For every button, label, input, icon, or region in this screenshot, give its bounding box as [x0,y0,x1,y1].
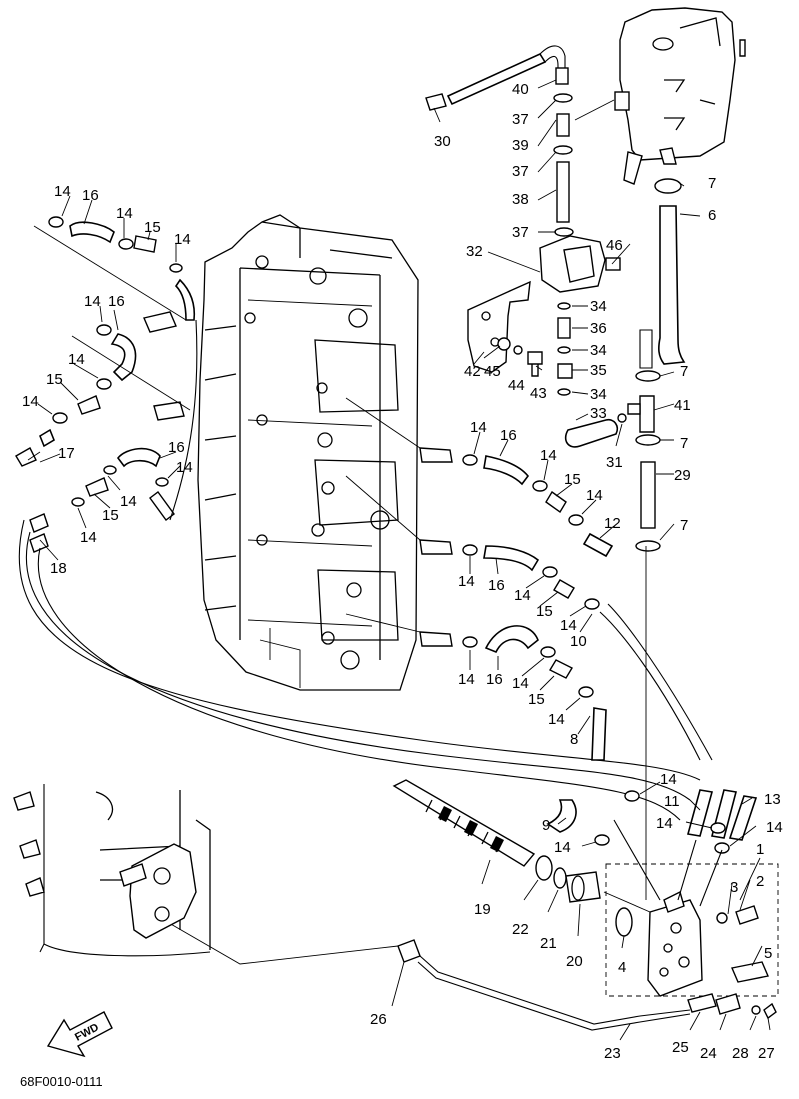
callout-35: 35 [590,362,607,379]
callout-14: 14 [512,675,529,692]
callout-16: 16 [108,293,125,310]
callout-21: 21 [540,935,557,952]
callout-10: 10 [570,633,587,650]
callout-14: 14 [554,839,571,856]
callout-41: 41 [674,397,691,414]
callout-7: 7 [680,517,688,534]
callout-14: 14 [120,493,137,510]
callout-16: 16 [488,577,505,594]
callout-30: 30 [434,133,451,150]
oil-hose-run [425,45,686,900]
callout-24: 24 [700,1045,717,1062]
callout-7: 7 [708,175,716,192]
callout-31: 31 [606,454,623,471]
callout-14: 14 [470,419,487,436]
callout-20: 20 [566,953,583,970]
callout-36: 36 [590,320,607,337]
callout-6: 6 [708,207,716,224]
callout-8: 8 [570,731,578,748]
callout-14: 14 [174,231,191,248]
callout-17: 17 [58,445,75,462]
callout-9: 9 [542,817,550,834]
callout-14: 14 [514,587,531,604]
callout-33: 33 [590,405,607,422]
callout-46: 46 [606,237,623,254]
callout-37: 37 [512,224,529,241]
callout-4: 4 [618,959,626,976]
callout-42: 42 [464,363,481,380]
callout-14: 14 [84,293,101,310]
callout-14: 14 [458,671,475,688]
oil-pump-assembly [546,789,779,1020]
drawing-code: 68F0010-0111 [20,1074,103,1089]
callout-15: 15 [536,603,553,620]
callout-14: 14 [80,529,97,546]
callout-16: 16 [500,427,517,444]
callout-labels: 40 37 30 39 37 38 37 7 6 32 46 34 36 34 … [22,81,783,1062]
callout-34: 34 [590,342,607,359]
callout-26: 26 [370,1011,387,1028]
callout-2: 2 [756,873,764,890]
callout-14: 14 [22,393,39,410]
callout-14: 14 [68,351,85,368]
callout-15: 15 [528,691,545,708]
callout-7: 7 [680,363,688,380]
leader-lines [27,79,771,1041]
callout-34: 34 [590,386,607,403]
callout-14: 14 [660,771,677,788]
callout-14: 14 [54,183,71,200]
callout-37: 37 [512,163,529,180]
callout-14: 14 [116,205,133,222]
callout-45: 45 [484,363,501,380]
callout-12: 12 [604,515,621,532]
callout-14: 14 [586,487,603,504]
fwd-arrow: FWD [46,1011,113,1058]
callout-14: 14 [766,819,783,836]
callout-15: 15 [46,371,63,388]
callout-14: 14 [560,617,577,634]
cylinder-block [197,214,419,691]
callout-16: 16 [82,187,99,204]
inset-view [13,784,211,957]
callout-28: 28 [732,1045,749,1062]
oil-tank [614,7,746,185]
callout-14: 14 [458,573,475,590]
callout-43: 43 [530,385,547,402]
drive-gear-shaft [392,779,651,937]
callout-14: 14 [540,447,557,464]
oil-sensor-assembly [467,235,621,377]
callout-13: 13 [764,791,781,808]
callout-14: 14 [548,711,565,728]
control-cable [149,911,691,1031]
callout-3: 3 [730,879,738,896]
callout-37: 37 [512,111,529,128]
callout-25: 25 [672,1039,689,1056]
callout-38: 38 [512,191,529,208]
callout-15: 15 [564,471,581,488]
callout-16: 16 [486,671,503,688]
callout-44: 44 [508,377,525,394]
callout-34: 34 [590,298,607,315]
callout-27: 27 [758,1045,775,1062]
callout-16: 16 [168,439,185,456]
center-hoses [345,397,713,761]
callout-11: 11 [664,793,680,810]
callout-5: 5 [764,945,772,962]
callout-19: 19 [474,901,491,918]
callout-23: 23 [604,1045,621,1062]
callout-22: 22 [512,921,529,938]
callout-14: 14 [176,459,193,476]
callout-15: 15 [102,507,119,524]
callout-15: 15 [144,219,161,236]
callout-29: 29 [674,467,691,484]
callout-1: 1 [756,841,764,858]
callout-39: 39 [512,137,529,154]
callout-14: 14 [656,815,673,832]
callout-32: 32 [466,243,483,260]
callout-18: 18 [50,560,67,577]
callout-7: 7 [680,435,688,452]
callout-40: 40 [512,81,529,98]
